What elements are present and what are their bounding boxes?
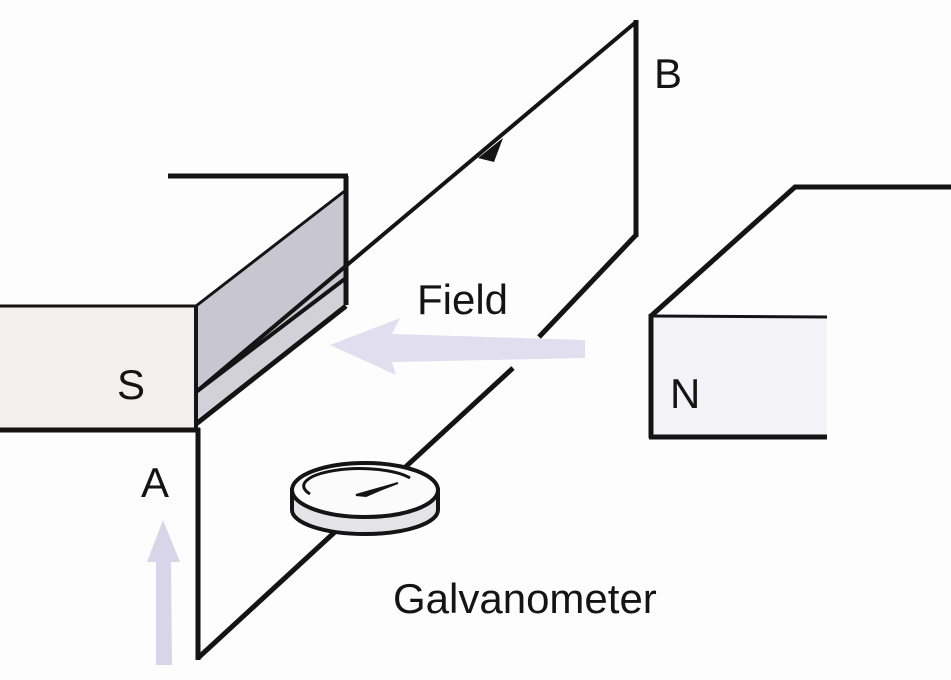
galvanometer-needle-icon	[355, 482, 399, 498]
north-magnet-top-edge	[649, 184, 951, 318]
label-n: N	[670, 370, 700, 417]
south-magnet-bottom-diagonal	[194, 304, 348, 426]
label-galvanometer: Galvanometer	[393, 575, 657, 622]
wire-top	[194, 20, 638, 394]
galvanometer-dial	[290, 461, 440, 519]
south-pole-face	[196, 190, 346, 392]
north-magnet-front	[652, 318, 827, 436]
label-b: B	[654, 50, 682, 97]
field-arrow-shape	[330, 318, 585, 375]
south-pole-face-lower	[196, 280, 346, 420]
label-s: S	[117, 361, 145, 408]
south-magnet	[0, 173, 349, 433]
north-magnet	[648, 184, 951, 440]
label-a: A	[141, 459, 169, 506]
label-field: Field	[417, 276, 508, 323]
field-arrow	[330, 318, 585, 375]
south-magnet-diagonal	[195, 188, 347, 308]
north-magnet-upper-edge	[650, 314, 828, 319]
motion-arrow	[147, 520, 180, 665]
motion-arrow-shape	[147, 520, 180, 665]
galvanometer	[290, 461, 440, 536]
current-arrow-icon	[478, 138, 503, 162]
galvanometer-scale	[302, 467, 411, 496]
wire-right-upper	[537, 233, 638, 339]
south-magnet-front	[0, 307, 196, 430]
